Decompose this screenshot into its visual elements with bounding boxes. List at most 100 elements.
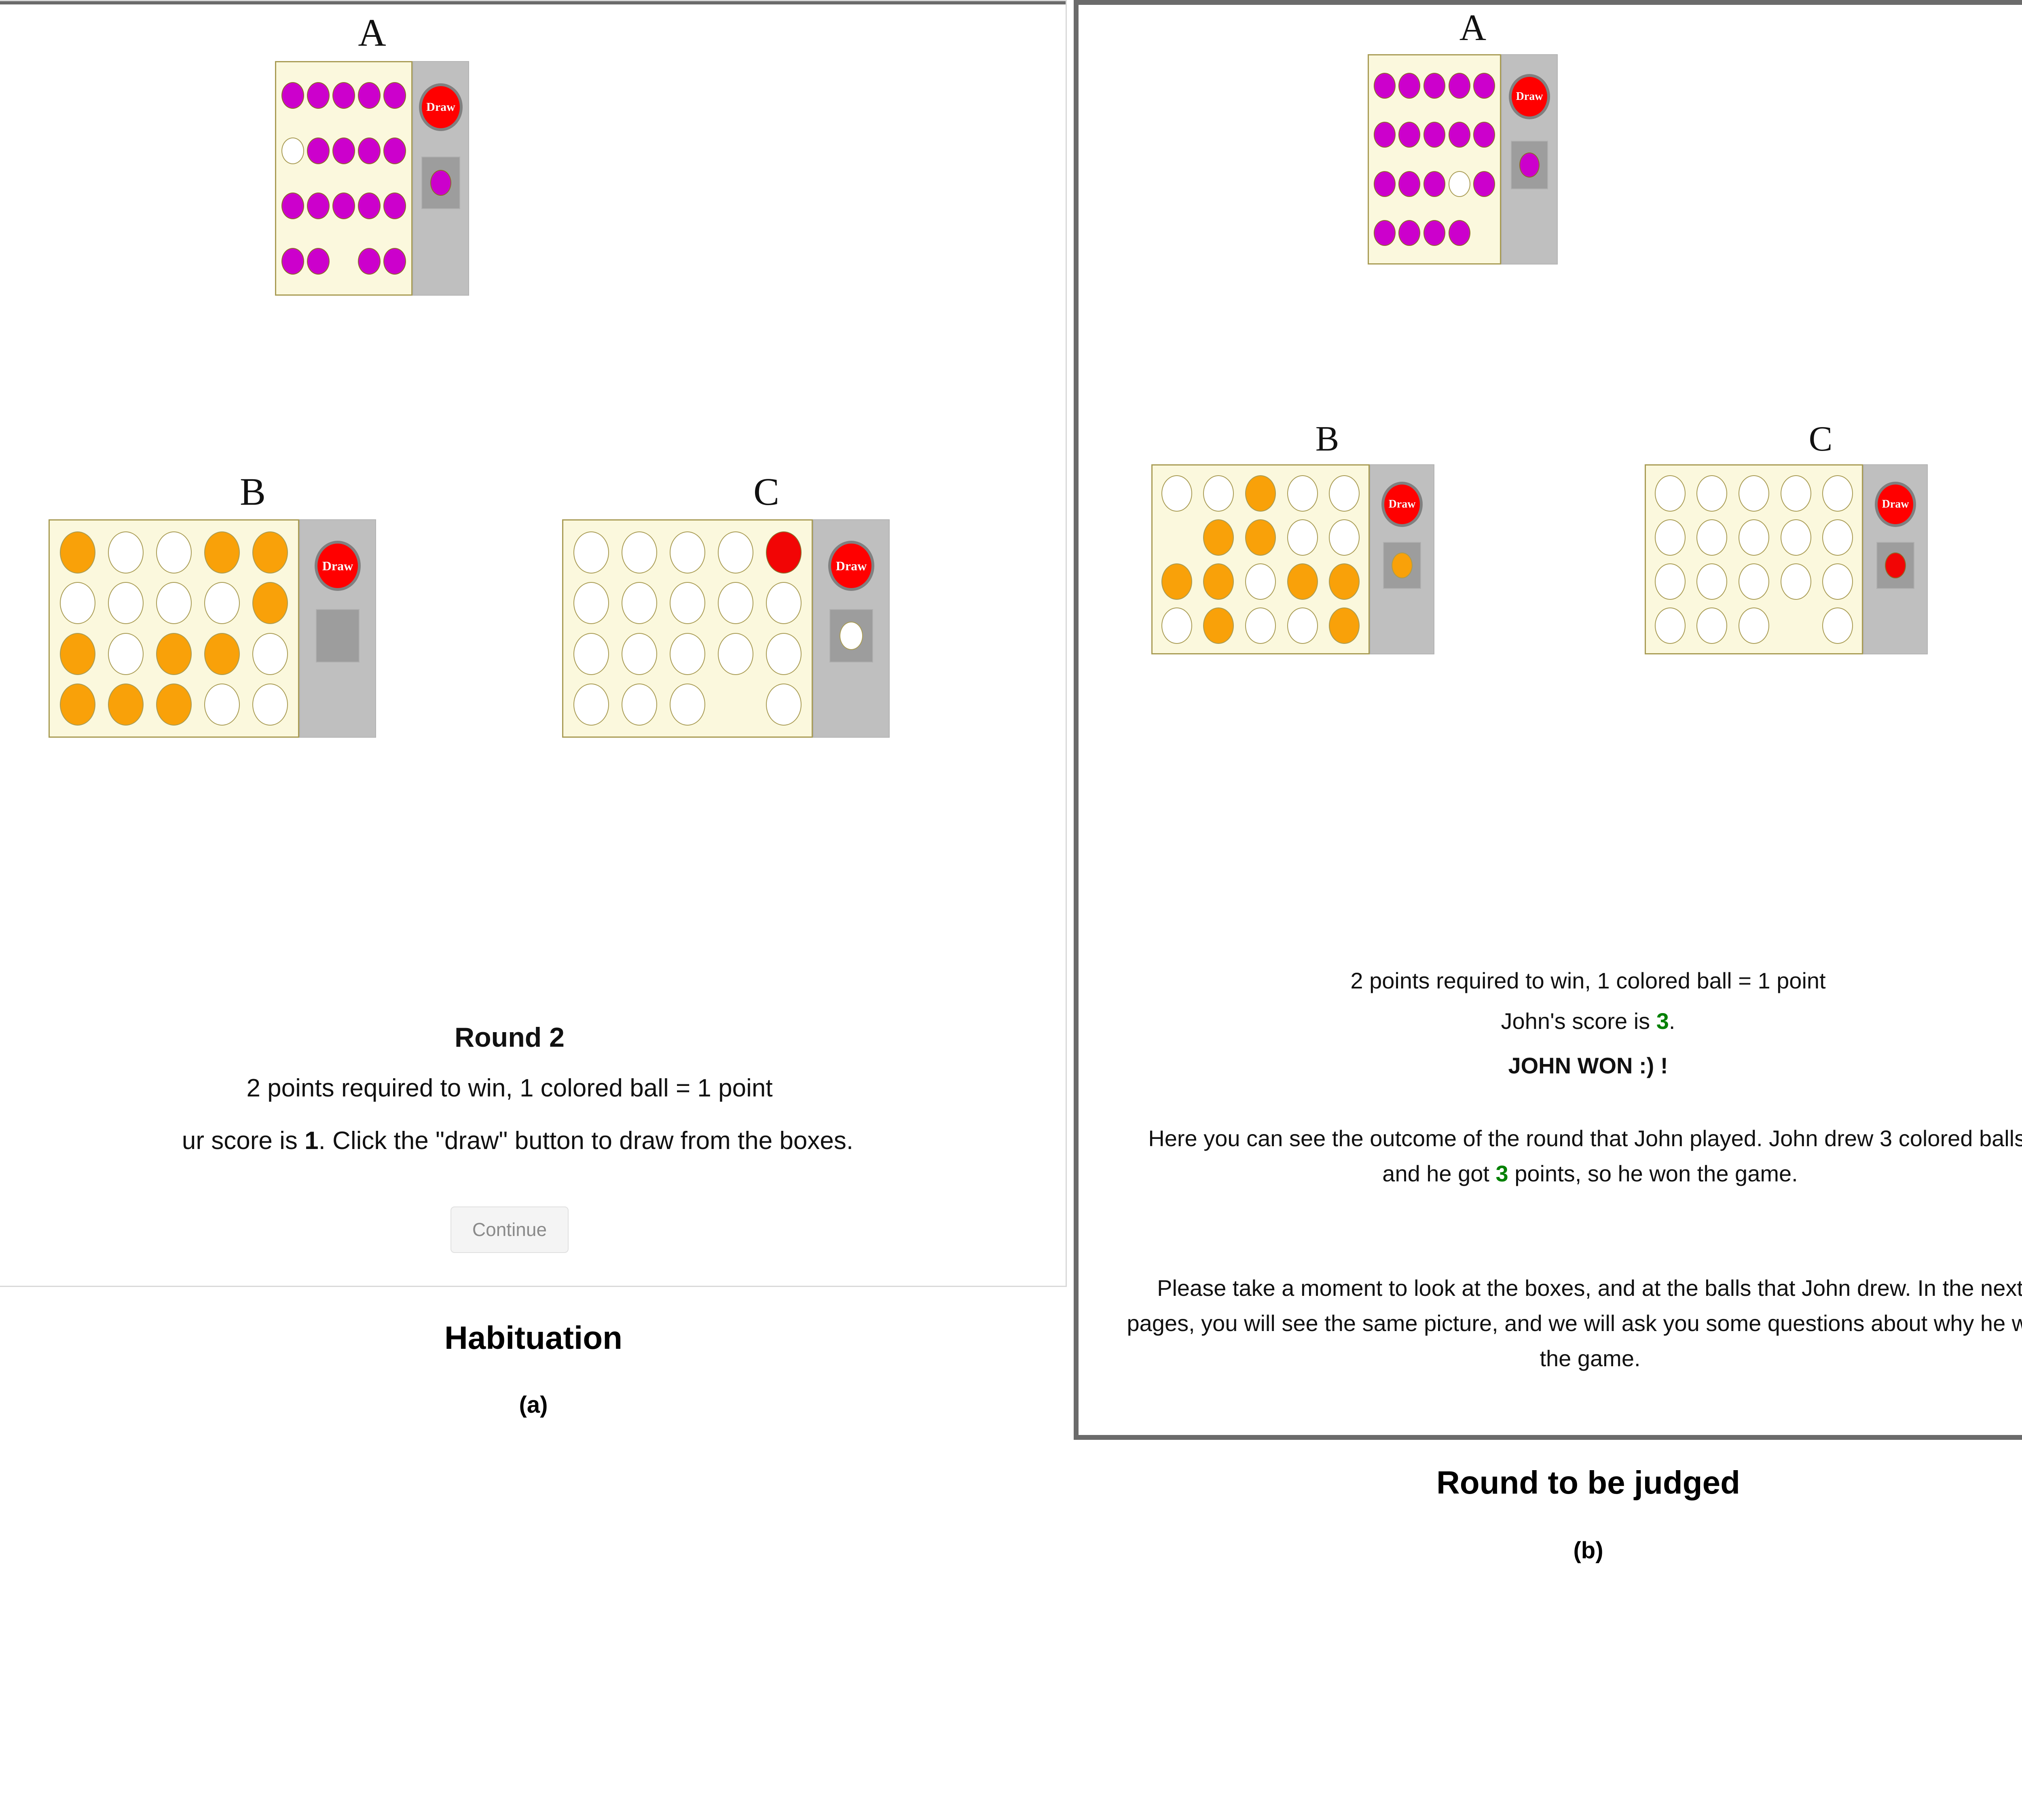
draw-button[interactable]: Draw bbox=[422, 86, 460, 128]
draw-side-panel: Draw bbox=[1370, 464, 1434, 654]
ball-cell bbox=[1161, 475, 1192, 512]
ball-cell bbox=[332, 248, 355, 275]
ball-cell bbox=[1448, 220, 1470, 246]
box-body: Draw bbox=[1645, 464, 1997, 654]
ball-cell bbox=[332, 193, 355, 220]
ball-cell bbox=[669, 633, 705, 675]
ball-cell bbox=[1329, 607, 1360, 644]
ball-cell bbox=[1373, 220, 1396, 246]
ball-cell bbox=[252, 531, 288, 574]
box-c-wrapper: C Draw bbox=[1645, 421, 1997, 654]
draw-side-panel: Draw bbox=[1501, 54, 1558, 265]
score-line-prefix: John's score is bbox=[1501, 1008, 1656, 1034]
score-value: 1 bbox=[305, 1127, 319, 1155]
ball-cell bbox=[1373, 72, 1396, 99]
outcome-paragraph: Here you can see the outcome of the roun… bbox=[1131, 1121, 2022, 1191]
ball-cell bbox=[281, 248, 305, 275]
ball-grid bbox=[1645, 464, 1863, 654]
box-label: A bbox=[1459, 7, 1487, 48]
ball-cell bbox=[669, 531, 705, 574]
drawn-ball-slot bbox=[421, 157, 460, 209]
ball-cell bbox=[383, 193, 406, 220]
box-b-wrapper: B Draw bbox=[1151, 421, 1503, 654]
ball-cell bbox=[1398, 171, 1421, 197]
draw-button[interactable]: Draw bbox=[1512, 77, 1547, 116]
box-a-wrapper: A Draw bbox=[275, 13, 469, 296]
ball-cell bbox=[156, 684, 192, 726]
panel-a-subcaption: (a) bbox=[519, 1392, 548, 1418]
ball-cell bbox=[1203, 607, 1234, 644]
ball-cell bbox=[1822, 607, 1853, 644]
ball-cell bbox=[573, 531, 609, 574]
instruction-paragraph: Please take a moment to look at the boxe… bbox=[1127, 1275, 2022, 1371]
ball-cell bbox=[108, 531, 144, 574]
continue-row: Continue bbox=[0, 1206, 1019, 1253]
ball-grid bbox=[1368, 54, 1501, 265]
ball-cell bbox=[307, 137, 330, 164]
ball-cell bbox=[1203, 519, 1234, 556]
ball-cell bbox=[766, 582, 802, 624]
ball-cell bbox=[622, 684, 658, 726]
drawn-ball bbox=[326, 622, 349, 650]
ball-cell bbox=[60, 531, 96, 574]
ball-cell bbox=[1287, 563, 1318, 600]
ball-cell bbox=[1738, 607, 1769, 644]
ball-cell bbox=[1822, 519, 1853, 556]
score-line-prefix: ur score is bbox=[182, 1127, 305, 1155]
ball-cell bbox=[307, 82, 330, 109]
ball-cell bbox=[252, 684, 288, 726]
panel-a-caption: Habituation bbox=[444, 1320, 622, 1356]
outcome-paragraph-part1: Here you can see the outcome of the roun… bbox=[1148, 1126, 2022, 1186]
ball-cell bbox=[1473, 171, 1495, 197]
draw-button[interactable]: Draw bbox=[1384, 485, 1420, 524]
ball-cell bbox=[1398, 220, 1421, 246]
ball-cell bbox=[307, 193, 330, 220]
draw-side-panel: Draw bbox=[412, 61, 469, 296]
ball-cell bbox=[60, 582, 96, 624]
score-value: 3 bbox=[1656, 1008, 1669, 1034]
ball-cell bbox=[622, 633, 658, 675]
ball-cell bbox=[108, 633, 144, 675]
ball-cell bbox=[1738, 563, 1769, 600]
ball-cell bbox=[156, 531, 192, 574]
draw-button[interactable]: Draw bbox=[1878, 485, 1913, 524]
rule-line: 2 points required to win, 1 colored ball… bbox=[246, 1074, 773, 1102]
ball-cell bbox=[1654, 607, 1686, 644]
ball-cell bbox=[1780, 563, 1811, 600]
ball-cell bbox=[1654, 475, 1686, 512]
ball-grid bbox=[275, 61, 412, 296]
ball-cell bbox=[1245, 475, 1276, 512]
panel-habituation: A Draw B Draw bbox=[0, 0, 1067, 1287]
ball-cell bbox=[204, 633, 240, 675]
score-line: John's score is 3. bbox=[1079, 1004, 2022, 1039]
box-body: Draw bbox=[49, 519, 457, 738]
drawn-ball-slot bbox=[1511, 141, 1548, 189]
ball-cell bbox=[281, 137, 305, 164]
ball-cell bbox=[1203, 563, 1234, 600]
ball-cell bbox=[1329, 563, 1360, 600]
box-body: Draw bbox=[562, 519, 971, 738]
ball-grid bbox=[1151, 464, 1370, 654]
ball-cell bbox=[383, 82, 406, 109]
draw-side-panel: Draw bbox=[1863, 464, 1928, 654]
ball-cell bbox=[307, 248, 330, 275]
draw-button[interactable]: Draw bbox=[317, 544, 358, 588]
box-body: Draw bbox=[1368, 54, 1578, 265]
ball-cell bbox=[1696, 519, 1728, 556]
ball-cell bbox=[1373, 122, 1396, 148]
ball-cell bbox=[1423, 220, 1445, 246]
ball-cell bbox=[1423, 171, 1445, 197]
box-label: A bbox=[358, 11, 386, 54]
ball-cell bbox=[1398, 72, 1421, 99]
ball-cell bbox=[204, 531, 240, 574]
ball-cell bbox=[1781, 607, 1811, 644]
ball-cell bbox=[1822, 563, 1853, 600]
ball-cell bbox=[281, 193, 305, 220]
outcome-paragraph-part2: points, so he won the game. bbox=[1508, 1160, 1798, 1186]
ball-cell bbox=[1696, 475, 1728, 512]
drawn-ball bbox=[1885, 552, 1906, 578]
continue-button[interactable]: Continue bbox=[450, 1206, 569, 1253]
draw-button[interactable]: Draw bbox=[831, 544, 871, 588]
ball-cell bbox=[1448, 122, 1470, 148]
ball-cell bbox=[357, 137, 381, 164]
